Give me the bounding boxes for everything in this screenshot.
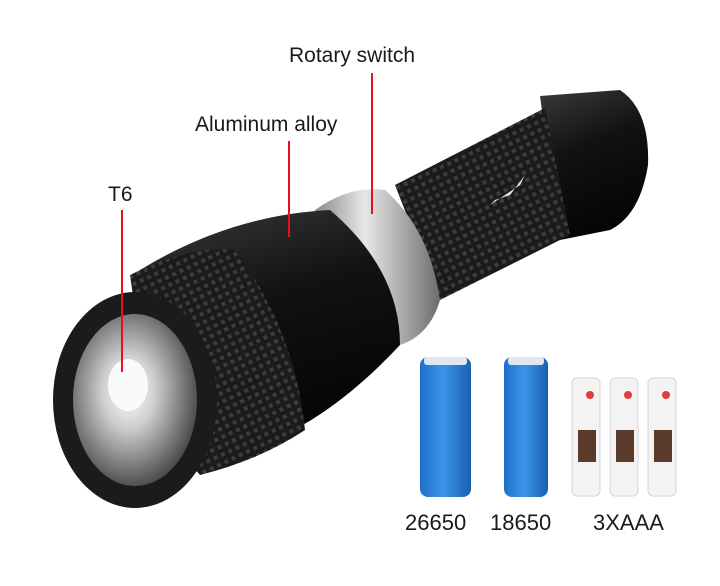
battery-caption-3xaaa: 3XAAA	[593, 510, 664, 535]
tail-cap	[540, 90, 649, 240]
battery-tube	[395, 108, 570, 300]
callout-line-rotary-switch	[371, 73, 373, 214]
callout-line-led	[121, 210, 123, 372]
brand-logo-icon	[490, 175, 525, 205]
callout-label-aluminum-alloy: Aluminum alloy	[195, 113, 338, 136]
callout-label-rotary-switch: Rotary switch	[289, 44, 416, 67]
battery-caption-26650: 26650	[405, 510, 467, 535]
battery-caption-18650: 18650	[490, 510, 552, 535]
battery-26650	[420, 357, 471, 497]
aaa-batteries	[571, 377, 677, 497]
callout-line-aluminum-alloy	[288, 141, 290, 237]
led-emitter	[108, 359, 148, 411]
battery-18650	[504, 357, 548, 497]
callout-label-led: T6	[108, 183, 133, 206]
